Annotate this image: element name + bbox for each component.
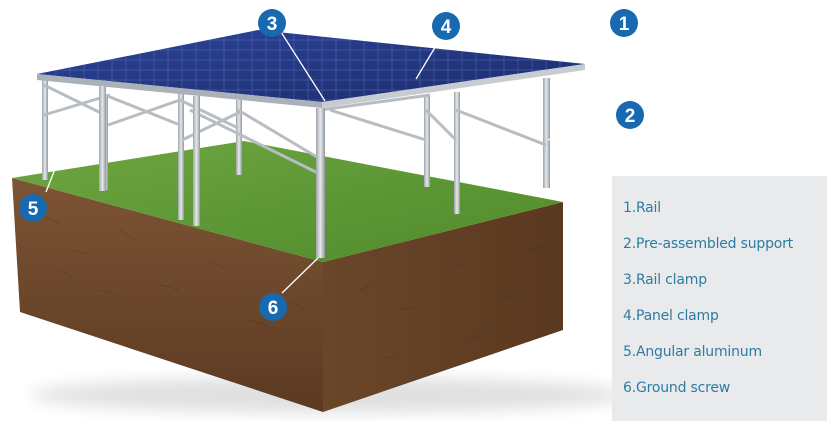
svg-text:6: 6 bbox=[268, 298, 279, 319]
legend-item-ground-screw: 6.Ground screw bbox=[623, 380, 731, 396]
legend-item-rail: 1.Rail bbox=[623, 200, 661, 216]
legend-item-pre-assembled-support: 2.Pre-assembled support bbox=[623, 236, 793, 252]
solar-panel-array bbox=[37, 30, 585, 108]
grass-surface bbox=[12, 141, 563, 262]
legend-item-angular-aluminum: 5.Angular aluminum bbox=[623, 344, 762, 360]
component-legend: 1.Rail 2.Pre-assembled support 3.Rail cl… bbox=[612, 176, 827, 421]
svg-text:5: 5 bbox=[28, 199, 39, 220]
angular-aluminum-bracing bbox=[43, 83, 547, 177]
callout-badge-5: 5 bbox=[19, 194, 47, 222]
svg-text:4: 4 bbox=[441, 17, 452, 38]
callout-badge-1: 1 bbox=[610, 9, 638, 37]
callout-badge-4: 4 bbox=[432, 12, 460, 40]
svg-text:3: 3 bbox=[267, 14, 278, 35]
callout-badge-2: 2 bbox=[616, 101, 644, 129]
legend-item-rail-clamp: 3.Rail clamp bbox=[623, 272, 707, 288]
front-support-posts bbox=[99, 86, 325, 258]
callout-badge-3: 3 bbox=[258, 9, 286, 37]
svg-text:1: 1 bbox=[619, 14, 630, 35]
legend-list: 1.Rail 2.Pre-assembled support 3.Rail cl… bbox=[612, 176, 827, 406]
callout-badge-6: 6 bbox=[259, 293, 287, 321]
soil-block bbox=[12, 178, 563, 412]
legend-item-panel-clamp: 4.Panel clamp bbox=[623, 308, 719, 324]
callout-leader-lines bbox=[45, 30, 618, 294]
svg-text:2: 2 bbox=[625, 106, 636, 127]
